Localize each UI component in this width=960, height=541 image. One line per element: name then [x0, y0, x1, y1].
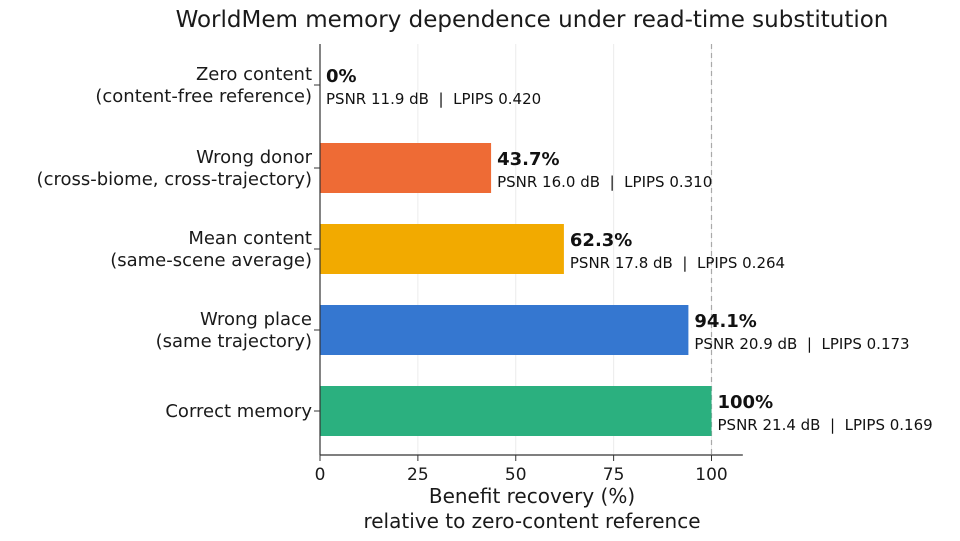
x-axis-label-line-2: relative to zero-content reference	[363, 509, 700, 533]
value-label-0: 0%	[326, 66, 357, 87]
bar-2	[320, 224, 564, 274]
category-label-0-0: Zero content	[196, 64, 312, 85]
category-label-3-0: Wrong place	[200, 309, 312, 330]
metrics-label-3: PSNR 20.9 dB | LPIPS 0.173	[694, 335, 909, 353]
metrics-label-1: PSNR 16.0 dB | LPIPS 0.310	[497, 173, 712, 191]
bar-4	[320, 386, 712, 436]
value-label-1: 43.7%	[497, 149, 559, 170]
value-label-4: 100%	[718, 392, 774, 413]
x-tick-label-50: 50	[505, 465, 527, 485]
category-label-3-1: (same trajectory)	[156, 331, 312, 352]
bar-3	[320, 305, 689, 355]
category-label-2-1: (same-scene average)	[110, 250, 312, 271]
x-tick-label-75: 75	[603, 465, 625, 485]
category-labels-group: Zero content(content-free reference) Wron…	[37, 64, 320, 422]
x-axis-label-line-1: Benefit recovery (%)	[429, 484, 635, 508]
x-tick-label-100: 100	[695, 465, 727, 485]
x-tick-label-0: 0	[315, 465, 326, 485]
value-labels-group: 0% PSNR 11.9 dB | LPIPS 0.420 43.7% PSNR 16…	[326, 66, 933, 434]
chart-title: WorldMem memory dependence under read-ti…	[176, 7, 889, 33]
bar-1	[320, 143, 492, 193]
bars-group	[320, 143, 712, 436]
x-ticks-group: 0 25 50 75 100	[315, 455, 728, 485]
category-label-1-0: Wrong donor	[196, 147, 312, 168]
category-label-0-1: (content-free reference)	[95, 86, 312, 107]
value-label-2: 62.3%	[570, 230, 632, 251]
metrics-label-0: PSNR 11.9 dB | LPIPS 0.420	[326, 90, 541, 108]
metrics-label-4: PSNR 21.4 dB | LPIPS 0.169	[718, 416, 933, 434]
category-label-1-1: (cross-biome, cross-trajectory)	[37, 169, 312, 190]
category-label-2-0: Mean content	[188, 228, 312, 249]
value-label-3: 94.1%	[694, 311, 756, 332]
metrics-label-2: PSNR 17.8 dB | LPIPS 0.264	[570, 254, 785, 272]
category-label-4-0: Correct memory	[165, 401, 312, 422]
x-tick-label-25: 25	[407, 465, 429, 485]
